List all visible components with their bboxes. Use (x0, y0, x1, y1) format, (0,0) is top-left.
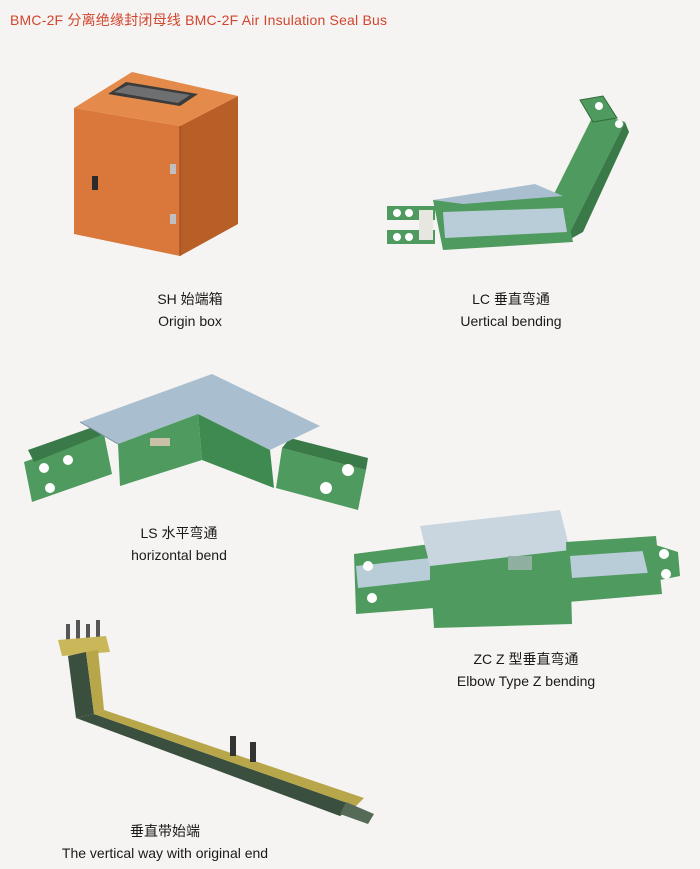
caption-cn: ZC Z 型垂直弯通 (473, 651, 579, 667)
caption-cn: 垂直带始端 (130, 823, 200, 839)
caption-en: Origin box (158, 313, 222, 329)
z-bending-icon (354, 510, 680, 628)
page-title: BMC-2F 分离绝缘封闭母线 BMC-2F Air Insulation Se… (10, 12, 388, 28)
caption-z-bending: ZC Z 型垂直弯通 Elbow Type Z bending (446, 648, 606, 692)
caption-cn: SH 始端箱 (157, 291, 223, 307)
caption-en: horizontal bend (131, 547, 227, 563)
caption-vertical-original-end: 垂直带始端 The vertical way with original end (40, 820, 290, 864)
origin-box-icon (74, 72, 238, 256)
caption-cn: LS 水平弯通 (140, 525, 218, 541)
caption-origin-box: SH 始端箱 Origin box (130, 288, 250, 332)
caption-en: The vertical way with original end (61, 845, 269, 861)
horizontal-bend-icon (24, 374, 368, 510)
caption-en: Uertical bending (460, 313, 562, 329)
caption-horizontal-bend: LS 水平弯通 horizontal bend (114, 522, 244, 566)
caption-en: Elbow Type Z bending (456, 673, 596, 689)
vertical-bending-icon (387, 95, 629, 250)
caption-vertical-bending: LC 垂直弯通 Uertical bending (446, 288, 576, 332)
vertical-original-end-icon (58, 620, 374, 824)
caption-cn: LC 垂直弯通 (472, 291, 550, 307)
